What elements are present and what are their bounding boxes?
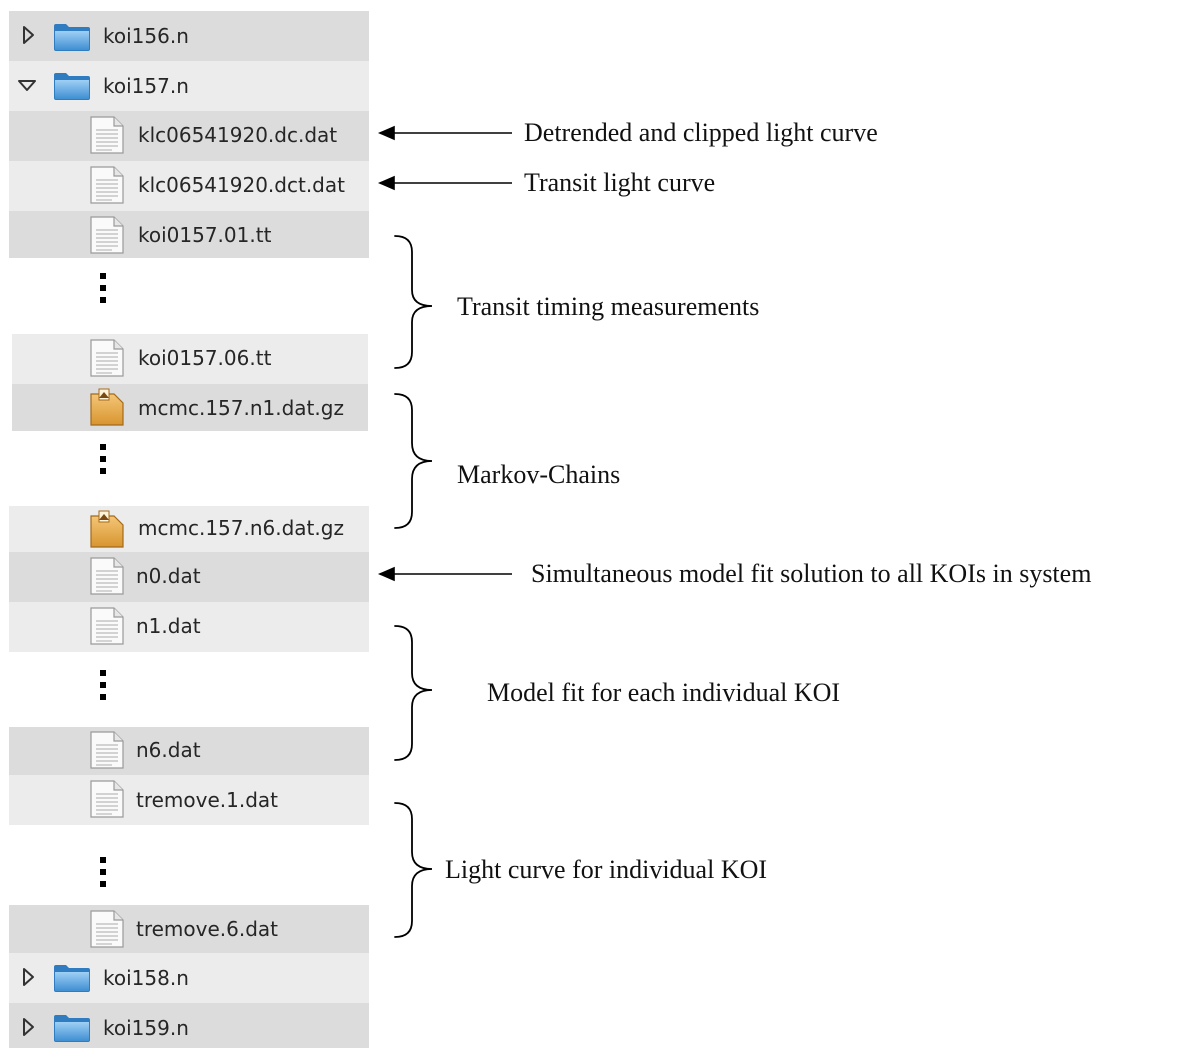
tree-row[interactable] [9,111,369,161]
file-label[interactable]: klc06541920.dct.dat [138,173,345,197]
text-file-icon [90,780,124,818]
text-file-icon [90,116,124,154]
folder-label[interactable]: koi157.n [103,74,189,98]
file-label[interactable]: klc06541920.dc.dat [138,123,338,147]
tree-row[interactable] [9,775,369,825]
folder-icon [53,963,91,993]
text-file-icon [90,216,124,254]
tree-row[interactable] [9,506,369,552]
folder-icon [53,1013,91,1043]
arrow-head-icon [377,566,395,582]
arrow-head-icon [377,125,395,141]
text-file-icon [90,910,124,948]
tree-row[interactable] [9,552,369,602]
tree-row[interactable] [9,161,369,211]
file-label[interactable]: tremove.6.dat [136,917,279,941]
tree-row[interactable] [12,334,368,384]
file-label[interactable]: koi0157.01.tt [138,223,272,247]
text-file-icon [90,557,124,595]
tree-row[interactable] [12,384,368,431]
ellipsis-icon [100,670,106,706]
text-file-icon [90,607,124,645]
annotation-light-curve-each: Light curve for individual KOI [445,855,768,884]
file-label[interactable]: mcmc.157.n6.dat.gz [138,516,344,540]
archive-file-icon [90,510,124,548]
annotation-model-fit-each: Model fit for each individual KOI [487,678,841,707]
text-file-icon [90,339,124,377]
ellipsis-icon [100,444,106,480]
file-label[interactable]: n0.dat [136,564,201,588]
folder-label[interactable]: koi156.n [103,24,189,48]
tree-row[interactable] [9,602,369,652]
brace-icon [394,625,433,761]
tree-row[interactable] [9,905,369,953]
annotation-detrended: Detrended and clipped light curve [524,118,878,147]
annotation-simultaneous-fit: Simultaneous model fit solution to all K… [531,559,1092,588]
text-file-icon [90,731,124,769]
tree-row[interactable] [9,727,369,775]
ellipsis-icon [100,857,106,893]
ellipsis-icon [100,273,106,309]
brace-icon [394,802,433,938]
annotation-markov-chains: Markov-Chains [457,460,621,489]
file-label[interactable]: n1.dat [136,614,201,638]
archive-file-icon [90,388,124,426]
annotation-transit-timing: Transit timing measurements [457,292,760,321]
brace-icon [394,235,433,369]
tree-row[interactable] [9,211,369,258]
file-label[interactable]: koi0157.06.tt [138,346,272,370]
folder-label[interactable]: koi158.n [103,966,189,990]
brace-icon [394,393,433,529]
file-label[interactable]: n6.dat [136,738,201,762]
file-label[interactable]: mcmc.157.n1.dat.gz [138,396,344,420]
text-file-icon [90,166,124,204]
file-label[interactable]: tremove.1.dat [136,788,279,812]
folder-open-icon [53,71,91,101]
arrow-head-icon [377,175,395,191]
annotation-transit-light-curve: Transit light curve [524,168,716,197]
folder-icon [53,22,91,52]
folder-label[interactable]: koi159.n [103,1016,189,1040]
